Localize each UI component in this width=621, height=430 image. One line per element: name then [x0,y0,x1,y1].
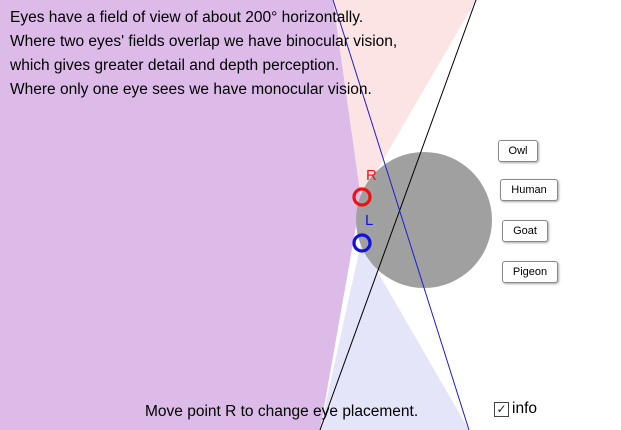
info-line-3: which gives greater detail and depth per… [10,57,340,74]
point-r-label: R [366,167,377,184]
info-text-block: Eyes have a field of view of about 200° … [10,6,397,102]
info-checkbox[interactable]: ✓ [494,401,509,417]
right-eye-field-region [333,0,476,198]
goat-button[interactable]: Goat [502,220,548,242]
caption-text: Move point R to change eye placement. [145,403,419,420]
point-l-label: L [365,212,374,229]
left-eye-field-region [0,0,361,430]
right-eye-boundary-line [319,0,477,430]
info-checkbox-toggle[interactable]: ✓ info [494,400,537,418]
info-line-4: Where only one eye sees we have monocula… [10,81,372,98]
info-checkbox-label: info [512,400,537,417]
point-l-eye[interactable] [352,233,372,253]
info-line-1: Eyes have a field of view of about 200° … [10,9,364,26]
checkmark-icon: ✓ [496,402,507,416]
point-r-eye[interactable] [352,187,372,207]
binocular-overlap-region [320,243,469,430]
head-circle [356,152,492,288]
info-line-2: Where two eyes' fields overlap we have b… [10,33,398,50]
human-button[interactable]: Human [500,179,558,201]
left-eye-boundary-line [332,0,470,430]
owl-button[interactable]: Owl [498,140,538,162]
pigeon-button[interactable]: Pigeon [502,261,558,283]
